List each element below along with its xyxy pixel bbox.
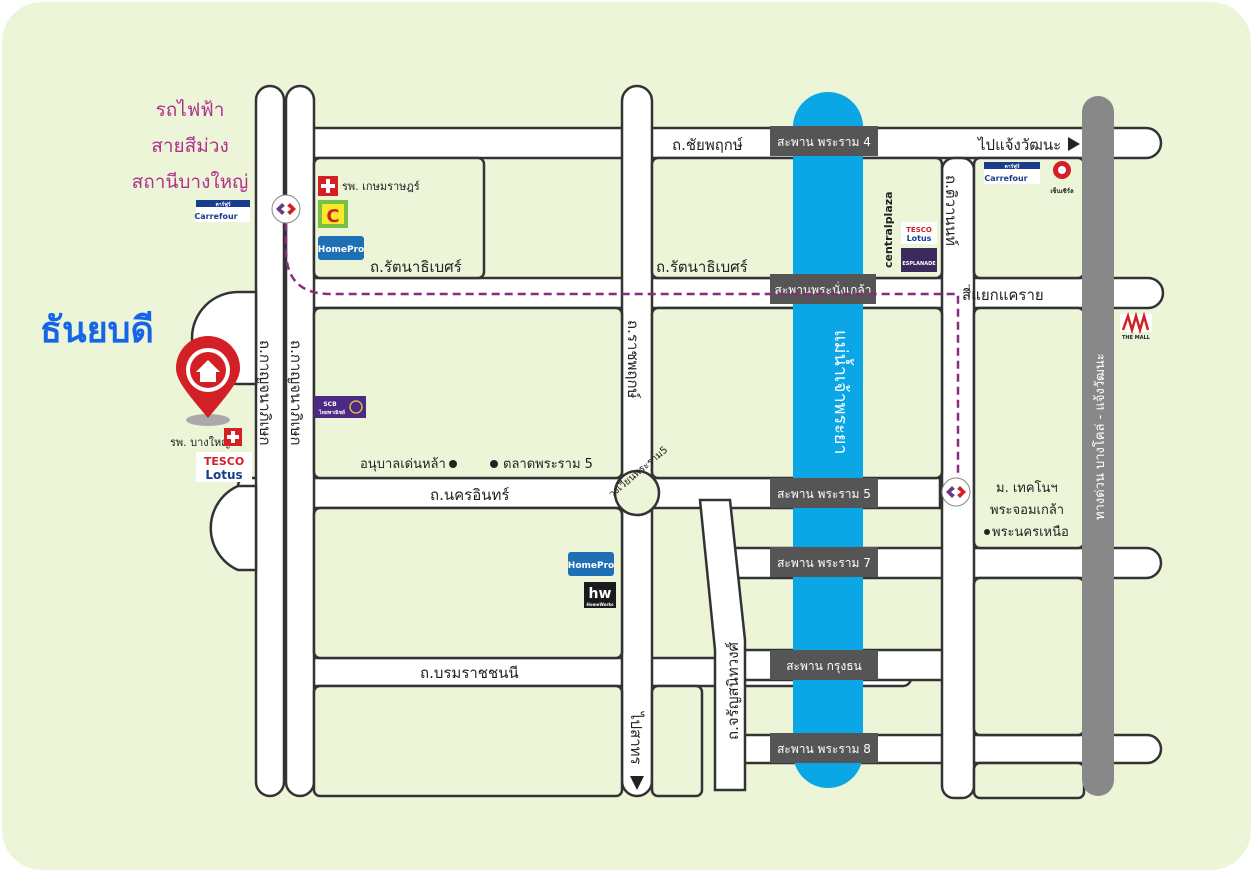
carrefour-text-left: Carrefour: [194, 212, 237, 221]
tech-university-line1: ม. เทคโนฯ: [996, 480, 1058, 496]
lotus-text-left: Lotus: [205, 468, 242, 482]
direction-chaengwattana: ไปแจ้งวัฒนะ: [977, 136, 1061, 154]
bridge-krung-thon-label: สะพาน กรุงธน: [786, 659, 862, 674]
road-label-khae-rai: สี่แยกแคราย: [962, 284, 1044, 304]
hospital-cross-icon: [318, 176, 338, 196]
bridge-krung-thon: สะพาน กรุงธน: [770, 650, 878, 680]
lotus-text-right: Lotus: [907, 234, 932, 243]
road-label-nakhon-in: ถ.นครอินทร์: [430, 486, 509, 504]
expressway-label: ทางด่วน บางโคล่ - แจ้งวัฒนะ: [1092, 353, 1108, 520]
the-mall-text: THE MALL: [1122, 335, 1151, 341]
market-dot: [490, 460, 498, 468]
carrefour-logo-left: คาร์ฟูร์ Carrefour: [194, 200, 250, 222]
block: [312, 684, 624, 798]
arrow-right-icon: [1068, 137, 1080, 151]
bridge-rama7-label: สะพาน พระราม 7: [777, 556, 871, 570]
tech-university-line2: พระจอมเกล้า: [990, 503, 1064, 518]
road-ratchaphruek: [620, 84, 654, 798]
carrefour-th-left: คาร์ฟูร์: [215, 201, 230, 209]
road-label-borommaratchachonnani: ถ.บรมราชชนนี: [420, 664, 519, 682]
rama5-circle: [613, 469, 661, 517]
bangyai-hospital: รพ. บางใหญ่: [170, 436, 231, 449]
road-label-kanchanaphisek-inner: ถ.กาญจนาภิเษก: [287, 340, 305, 446]
direction-sathon: ไปสาทร: [627, 711, 645, 765]
the-mall-logo: THE MALL: [1120, 311, 1152, 341]
bridge-rama8-label: สะพาน พระราม 8: [777, 742, 871, 756]
road-charan-sanitwong: [698, 498, 747, 792]
scb-logo: SCB ไทยพาณิชย์: [314, 396, 366, 418]
tech-university-dot: [984, 529, 990, 535]
tech-university-line3: พระนครเหนือ: [992, 524, 1069, 540]
seri-text: เซ็นเซิร์ล: [1050, 186, 1074, 195]
block: [972, 576, 1086, 737]
block: [312, 506, 624, 660]
big-c-text: C: [326, 206, 339, 227]
block: [650, 684, 704, 798]
purple-line-route: [284, 210, 960, 488]
train-line1: รถไฟฟ้า: [156, 99, 225, 121]
market-label: ตลาดพระราม 5: [503, 457, 593, 472]
scb-text: SCB: [323, 401, 337, 408]
bridge-nang-klao: สะพานพระนั่งเกล้า: [770, 274, 876, 304]
homepro-logo-top: HomePro: [318, 236, 364, 260]
hospital-cross-icon: [224, 428, 242, 446]
location-pin-icon: [176, 336, 240, 426]
carrefour-text-right: Carrefour: [984, 174, 1027, 183]
brand-name: ธันยบดี: [40, 310, 154, 351]
homepro-text-bottom: HomePro: [568, 561, 614, 571]
bridge-rama4: สะพาน พระราม 4: [770, 126, 878, 156]
kindergarten-dot: [449, 460, 457, 468]
seri-logo: เซ็นเซิร์ล: [1050, 161, 1074, 195]
esplanade-text: ESPLANADE: [902, 261, 936, 267]
kindergarten-label: อนุบาลเด่นหล้า: [360, 457, 446, 472]
metro-station-icon: [941, 477, 971, 507]
tesco-lotus-logo-right: TESCO Lotus: [901, 222, 937, 244]
metro-station-icon: [271, 194, 301, 224]
road-label-rattanathibet-left: ถ.รัตนาธิเบศร์: [370, 258, 462, 276]
central-plaza-logo: centralplaza: [882, 191, 895, 268]
big-c-logo: C: [318, 200, 348, 228]
bridge-rama7: สะพาน พระราม 7: [770, 547, 878, 577]
home-icon: [196, 360, 220, 382]
tesco-text-right: TESCO: [906, 226, 932, 234]
chao-phraya-river: [793, 92, 863, 788]
tesco-text-left: TESCO: [204, 455, 244, 468]
kasemrad-hospital: รพ. เกษมราษฎร์: [342, 180, 420, 193]
road-label-kanchanaphisek-outer: ถ.กาญจนาภิเษก: [256, 340, 274, 446]
homeworks-logo: hw HomeWorks: [584, 582, 616, 608]
road-kanchanaphisek-outer: [254, 84, 286, 798]
homeworks-text: HomeWorks: [586, 602, 614, 607]
tesco-lotus-logo-left: TESCO Lotus: [196, 452, 252, 482]
road-label-rattanathibet-right: ถ.รัตนาธิเบศร์: [656, 258, 748, 276]
carrefour-logo-right: คาร์ฟูร์ Carrefour: [984, 162, 1040, 184]
arrow-down-icon: [630, 776, 644, 790]
esplanade-logo: ESPLANADE: [901, 248, 937, 272]
scb-th-text: ไทยพาณิชย์: [318, 409, 345, 416]
train-line2: สายสีม่วง: [151, 135, 228, 157]
carrefour-th-right: คาร์ฟูร์: [1004, 163, 1019, 171]
block: [312, 306, 624, 480]
river-label: แม่น้ำเจ้าพระยา: [830, 330, 854, 455]
hw-text: hw: [589, 586, 612, 602]
bridge-rama5-label: สะพาน พระราม 5: [777, 487, 871, 501]
homepro-text-top: HomePro: [318, 245, 364, 255]
train-line3: สถานีบางใหญ่: [132, 171, 249, 193]
road-loop-bottom: [209, 484, 258, 572]
bridge-rama8: สะพาน พระราม 8: [770, 733, 878, 763]
expressway: [1082, 96, 1114, 796]
road-label-charan: ถ.จรัญสนิทวงศ์: [724, 641, 742, 740]
homepro-logo-bottom: HomePro: [568, 552, 614, 576]
bridge-rama5: สะพาน พระราม 5: [770, 478, 878, 508]
bridge-rama4-label: สะพาน พระราม 4: [777, 135, 871, 149]
road-label-chaiyaphruek: ถ.ชัยพฤกษ์: [672, 136, 743, 154]
block: [972, 761, 1086, 800]
road-label-ratchaphruek: ถ.ราชพฤกษ์: [624, 320, 642, 399]
road-label-tiwanon: ถ.ติวานนท์: [942, 175, 960, 246]
